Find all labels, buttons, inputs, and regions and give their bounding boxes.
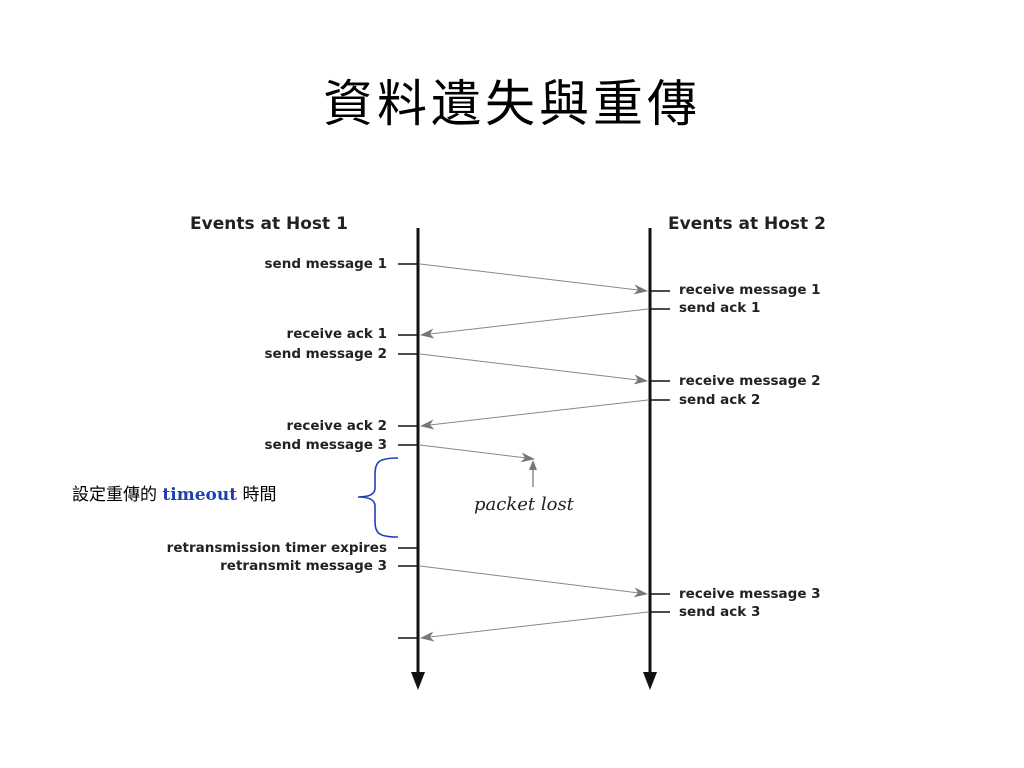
event-send-ack-2: send ack 2	[679, 392, 760, 408]
event-send-message-1: send message 1	[265, 256, 387, 272]
timeout-keyword: timeout	[162, 485, 238, 505]
host2-header: Events at Host 2	[668, 214, 826, 234]
event-send-message-3: send message 3	[265, 437, 387, 453]
event-timer-expires: retransmission timer expires	[167, 540, 387, 556]
event-send-message-2: send message 2	[265, 346, 387, 362]
timeout-annotation-prefix: 設定重傳的	[72, 485, 157, 505]
arrow-message-1	[419, 263, 648, 295]
event-receive-ack-1: receive ack 1	[287, 326, 387, 342]
arrow-retransmit-message-3	[419, 565, 648, 598]
host1-header: Events at Host 1	[190, 214, 348, 234]
timeout-brace	[357, 457, 399, 538]
event-send-ack-3: send ack 3	[679, 604, 760, 620]
event-receive-ack-2: receive ack 2	[287, 418, 387, 434]
arrow-ack-2	[420, 399, 649, 430]
packet-lost-pointer-head	[529, 460, 537, 470]
arrow-message-2	[419, 353, 648, 385]
timeout-annotation-suffix: 時間	[242, 485, 277, 505]
timeout-annotation: 設定重傳的 timeout 時間	[72, 482, 276, 508]
arrow-ack-1	[420, 308, 649, 339]
arrow-message-3-lost	[419, 444, 535, 463]
event-receive-message-2: receive message 2	[679, 373, 821, 389]
event-receive-message-1: receive message 1	[679, 282, 821, 298]
packet-lost-label: packet lost	[474, 494, 575, 515]
event-retransmit-message-3: retransmit message 3	[220, 558, 387, 574]
event-receive-message-3: receive message 3	[679, 586, 821, 602]
arrow-ack-3	[420, 611, 649, 642]
host1-timeline-arrow	[411, 672, 425, 690]
host2-timeline-arrow	[643, 672, 657, 690]
slide-title: 資料遺失與重傳	[323, 75, 701, 133]
event-send-ack-1: send ack 1	[679, 300, 760, 316]
